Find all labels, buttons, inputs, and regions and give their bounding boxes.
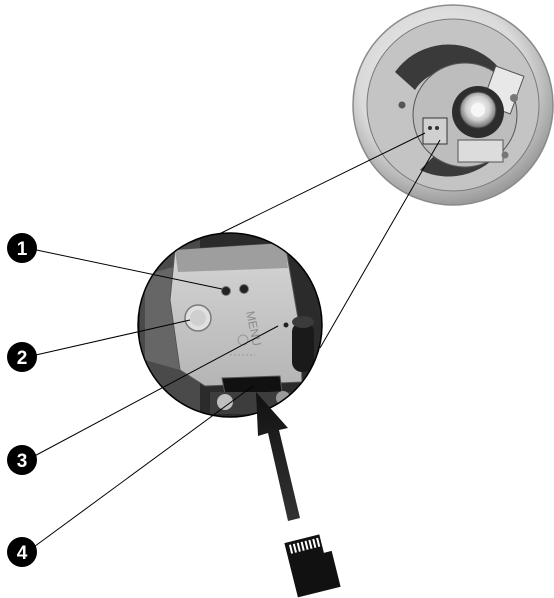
callout-1-number: 1 xyxy=(17,239,28,260)
callout-2-number: 2 xyxy=(17,348,28,369)
callout-2: 2 xyxy=(7,342,37,372)
callout-3: 3 xyxy=(7,445,37,475)
callout-1: 1 xyxy=(7,233,37,263)
indicator-led-1 xyxy=(222,287,231,296)
zoomed-detail: MENU xyxy=(130,230,330,430)
camera-dome xyxy=(353,5,553,205)
callout-4-number: 4 xyxy=(17,543,28,564)
callout-3-number: 3 xyxy=(17,451,28,472)
reset-pinhole xyxy=(284,323,289,328)
microsd-card-slot xyxy=(222,376,282,394)
callout-4: 4 xyxy=(7,537,37,567)
microsd-card-icon xyxy=(284,532,340,597)
insert-arrow xyxy=(256,392,300,521)
indicator-led-2 xyxy=(240,285,249,294)
